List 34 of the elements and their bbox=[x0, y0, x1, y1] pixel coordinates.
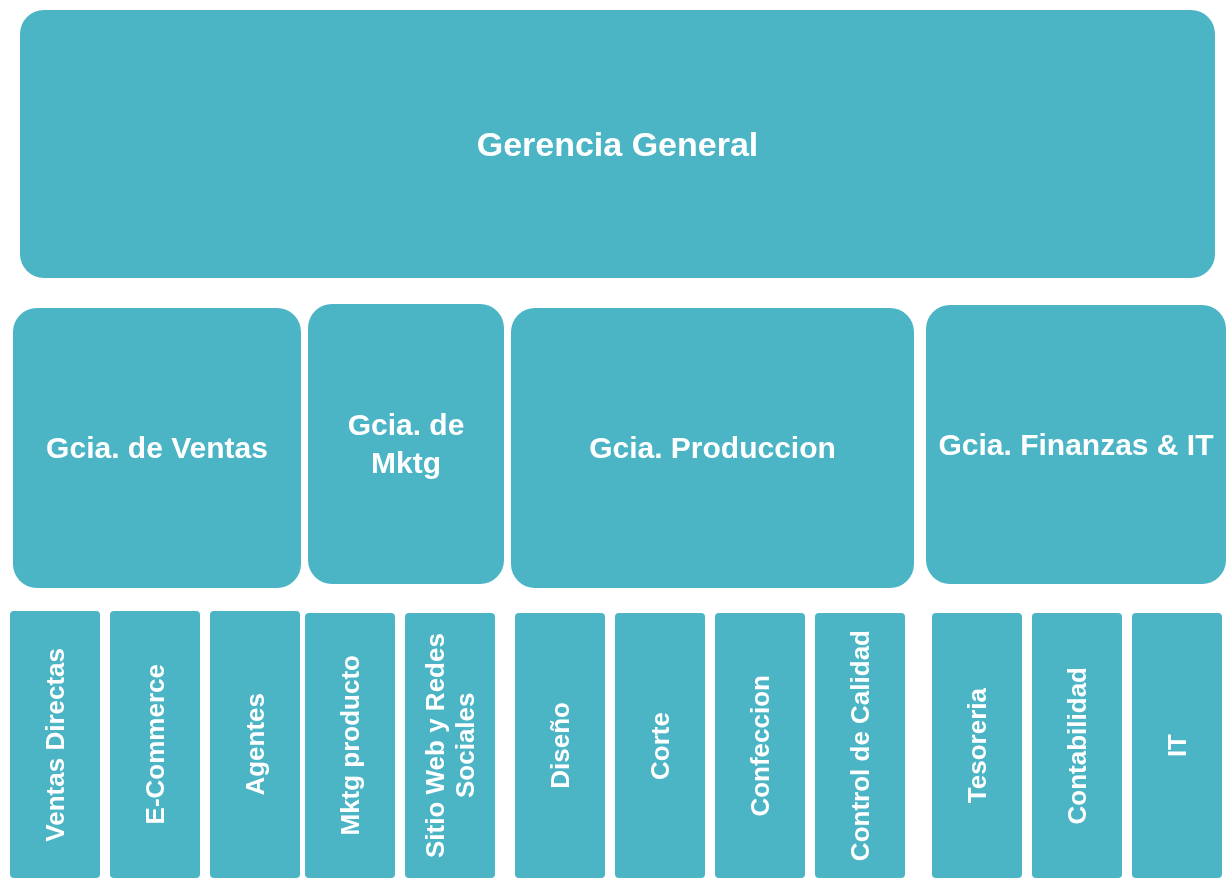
unit-box bbox=[932, 613, 1022, 878]
unit-label: E-Commerce bbox=[140, 664, 170, 825]
unit-label: Corte bbox=[645, 711, 675, 780]
department-label: Gcia. Finanzas & IT bbox=[937, 426, 1215, 463]
unit-label: Diseño bbox=[545, 702, 575, 789]
unit-box bbox=[1032, 613, 1122, 878]
unit-box bbox=[815, 613, 905, 878]
unit-box bbox=[305, 613, 395, 878]
unit-box bbox=[110, 611, 200, 878]
department-box bbox=[13, 308, 301, 588]
unit-label: Ventas Directas bbox=[40, 647, 70, 842]
department-box bbox=[511, 308, 914, 588]
unit-box bbox=[1132, 613, 1222, 878]
department-box bbox=[308, 304, 504, 584]
unit-box bbox=[715, 613, 805, 878]
department-label: Gcia. Produccion bbox=[588, 430, 837, 466]
unit-box bbox=[210, 611, 300, 878]
unit-box bbox=[405, 613, 495, 878]
unit-label: Tesoreria bbox=[962, 687, 992, 804]
management-box bbox=[20, 10, 1215, 278]
unit-label: Agentes bbox=[240, 693, 270, 796]
unit-label: Contabilidad bbox=[1062, 666, 1092, 825]
unit-box bbox=[10, 611, 100, 878]
department-label: Gcia. de Mktg bbox=[346, 407, 466, 481]
unit-label: Control de Calidad bbox=[845, 629, 875, 862]
unit-label: Confeccion bbox=[745, 674, 775, 817]
unit-label: Sitio Web y Redes Sociales bbox=[420, 632, 480, 860]
department-label: Gerencia General bbox=[475, 123, 760, 165]
unit-label: IT bbox=[1162, 733, 1192, 758]
unit-box bbox=[615, 613, 705, 878]
unit-box bbox=[515, 613, 605, 878]
department-label: Gcia. de Ventas bbox=[45, 430, 269, 466]
unit-label: Mktg producto bbox=[335, 655, 365, 836]
department-box bbox=[926, 305, 1226, 584]
